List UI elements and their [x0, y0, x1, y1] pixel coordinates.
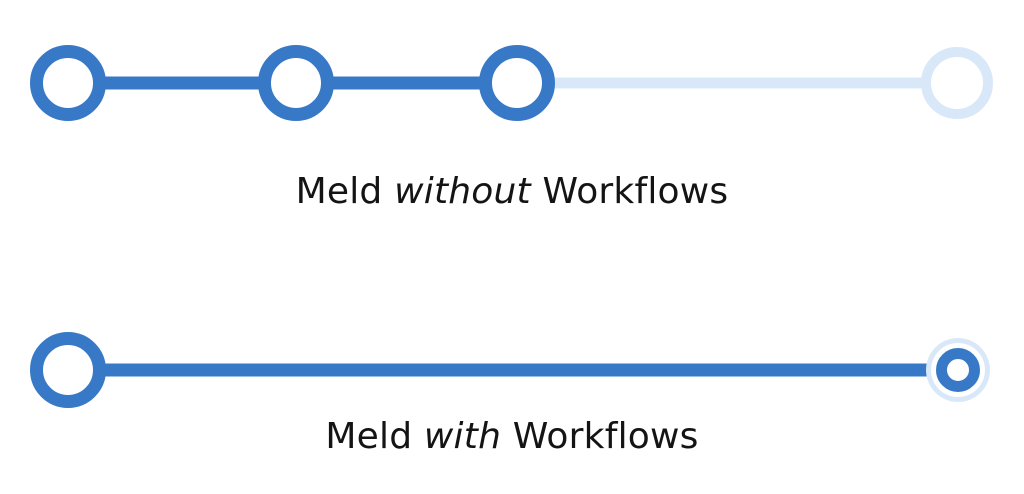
caption-meld-without-workflows: Meld without Workflows [0, 170, 1024, 214]
timeline-node-solid [30, 332, 106, 408]
caption-emphasis: without [394, 171, 531, 212]
timeline-node-highlighted [936, 348, 980, 392]
caption-emphasis: with [423, 416, 502, 457]
caption-prefix: Meld [325, 416, 424, 457]
caption-meld-with-workflows: Meld with Workflows [0, 415, 1024, 459]
timeline-node-solid [258, 45, 334, 121]
caption-prefix: Meld [295, 171, 395, 212]
caption-suffix: Workflows [501, 416, 699, 457]
timeline-node-faded [921, 47, 993, 119]
caption-suffix: Workflows [530, 171, 729, 212]
timeline-node-solid [30, 45, 106, 121]
timeline-node-solid [479, 45, 555, 121]
